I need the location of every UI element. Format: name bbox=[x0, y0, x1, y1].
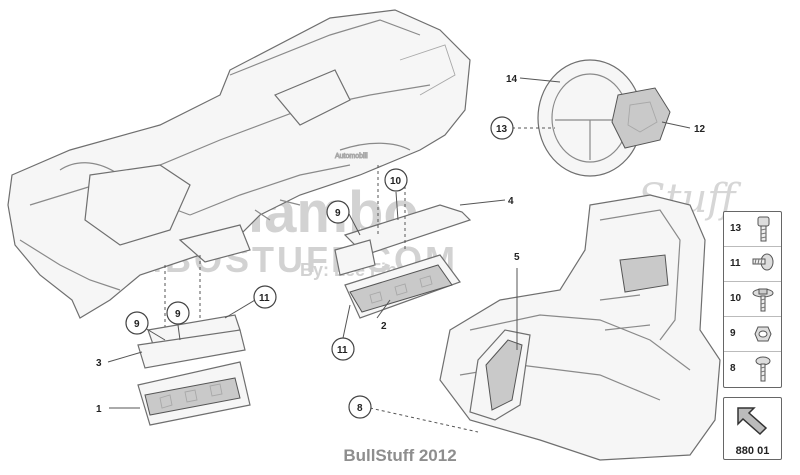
svg-text:Automobili: Automobili bbox=[335, 153, 368, 160]
callout-10: 10 bbox=[390, 176, 402, 187]
callout-11-centre: 11 bbox=[337, 345, 348, 356]
hardware-row-8: 8 bbox=[724, 352, 781, 386]
screw-icon bbox=[755, 356, 771, 382]
hardware-legend: 13 11 10 9 8 bbox=[723, 211, 782, 388]
left-airbag-module bbox=[137, 314, 251, 426]
allen-bolt-icon bbox=[757, 216, 770, 242]
callout-2: 2 bbox=[381, 321, 387, 332]
washer-bolt-icon bbox=[752, 288, 774, 312]
hardware-number: 8 bbox=[730, 363, 736, 374]
callout-3: 3 bbox=[96, 358, 102, 369]
hardware-row-13: 13 bbox=[724, 212, 781, 247]
callout-14: 14 bbox=[506, 74, 518, 85]
leader-lines bbox=[107, 77, 691, 433]
hardware-row-11: 11 bbox=[724, 247, 781, 282]
hardware-row-9: 9 bbox=[724, 317, 781, 352]
callout-12: 12 bbox=[694, 124, 706, 135]
callout-13: 13 bbox=[496, 124, 508, 135]
callout-9-left: 9 bbox=[134, 319, 140, 330]
hardware-number: 10 bbox=[730, 293, 742, 304]
footer-credit: BullStuff 2012 bbox=[343, 446, 457, 465]
hardware-row-10: 10 bbox=[724, 282, 781, 317]
callout-9-mid: 9 bbox=[175, 309, 181, 320]
flange-screw-icon bbox=[752, 253, 774, 271]
centre-airbag-module bbox=[334, 204, 472, 319]
direction-arrow-icon bbox=[737, 407, 768, 436]
nut-icon bbox=[754, 326, 772, 342]
callout-11-left: 11 bbox=[259, 293, 270, 304]
dashboard-assembly: Automobili bbox=[7, 9, 471, 319]
hardware-number: 13 bbox=[730, 223, 742, 234]
callout-1: 1 bbox=[96, 404, 102, 415]
diagram-reference: 880 01 bbox=[723, 397, 782, 460]
callout-8: 8 bbox=[357, 403, 363, 414]
callout-labels: 1 3 9 9 11 9 10 4 2 11 5 8 14 13 12 bbox=[96, 74, 706, 419]
hardware-number: 9 bbox=[730, 328, 736, 339]
diagram-code: 880 01 bbox=[735, 445, 770, 457]
steering-wheel bbox=[537, 59, 671, 177]
hardware-number: 11 bbox=[730, 258, 741, 269]
seat-side-airbag bbox=[469, 329, 531, 421]
callout-4: 4 bbox=[508, 196, 514, 207]
callout-9-centre: 9 bbox=[335, 208, 341, 219]
seat-assembly bbox=[439, 194, 721, 461]
callout-5: 5 bbox=[514, 252, 520, 263]
